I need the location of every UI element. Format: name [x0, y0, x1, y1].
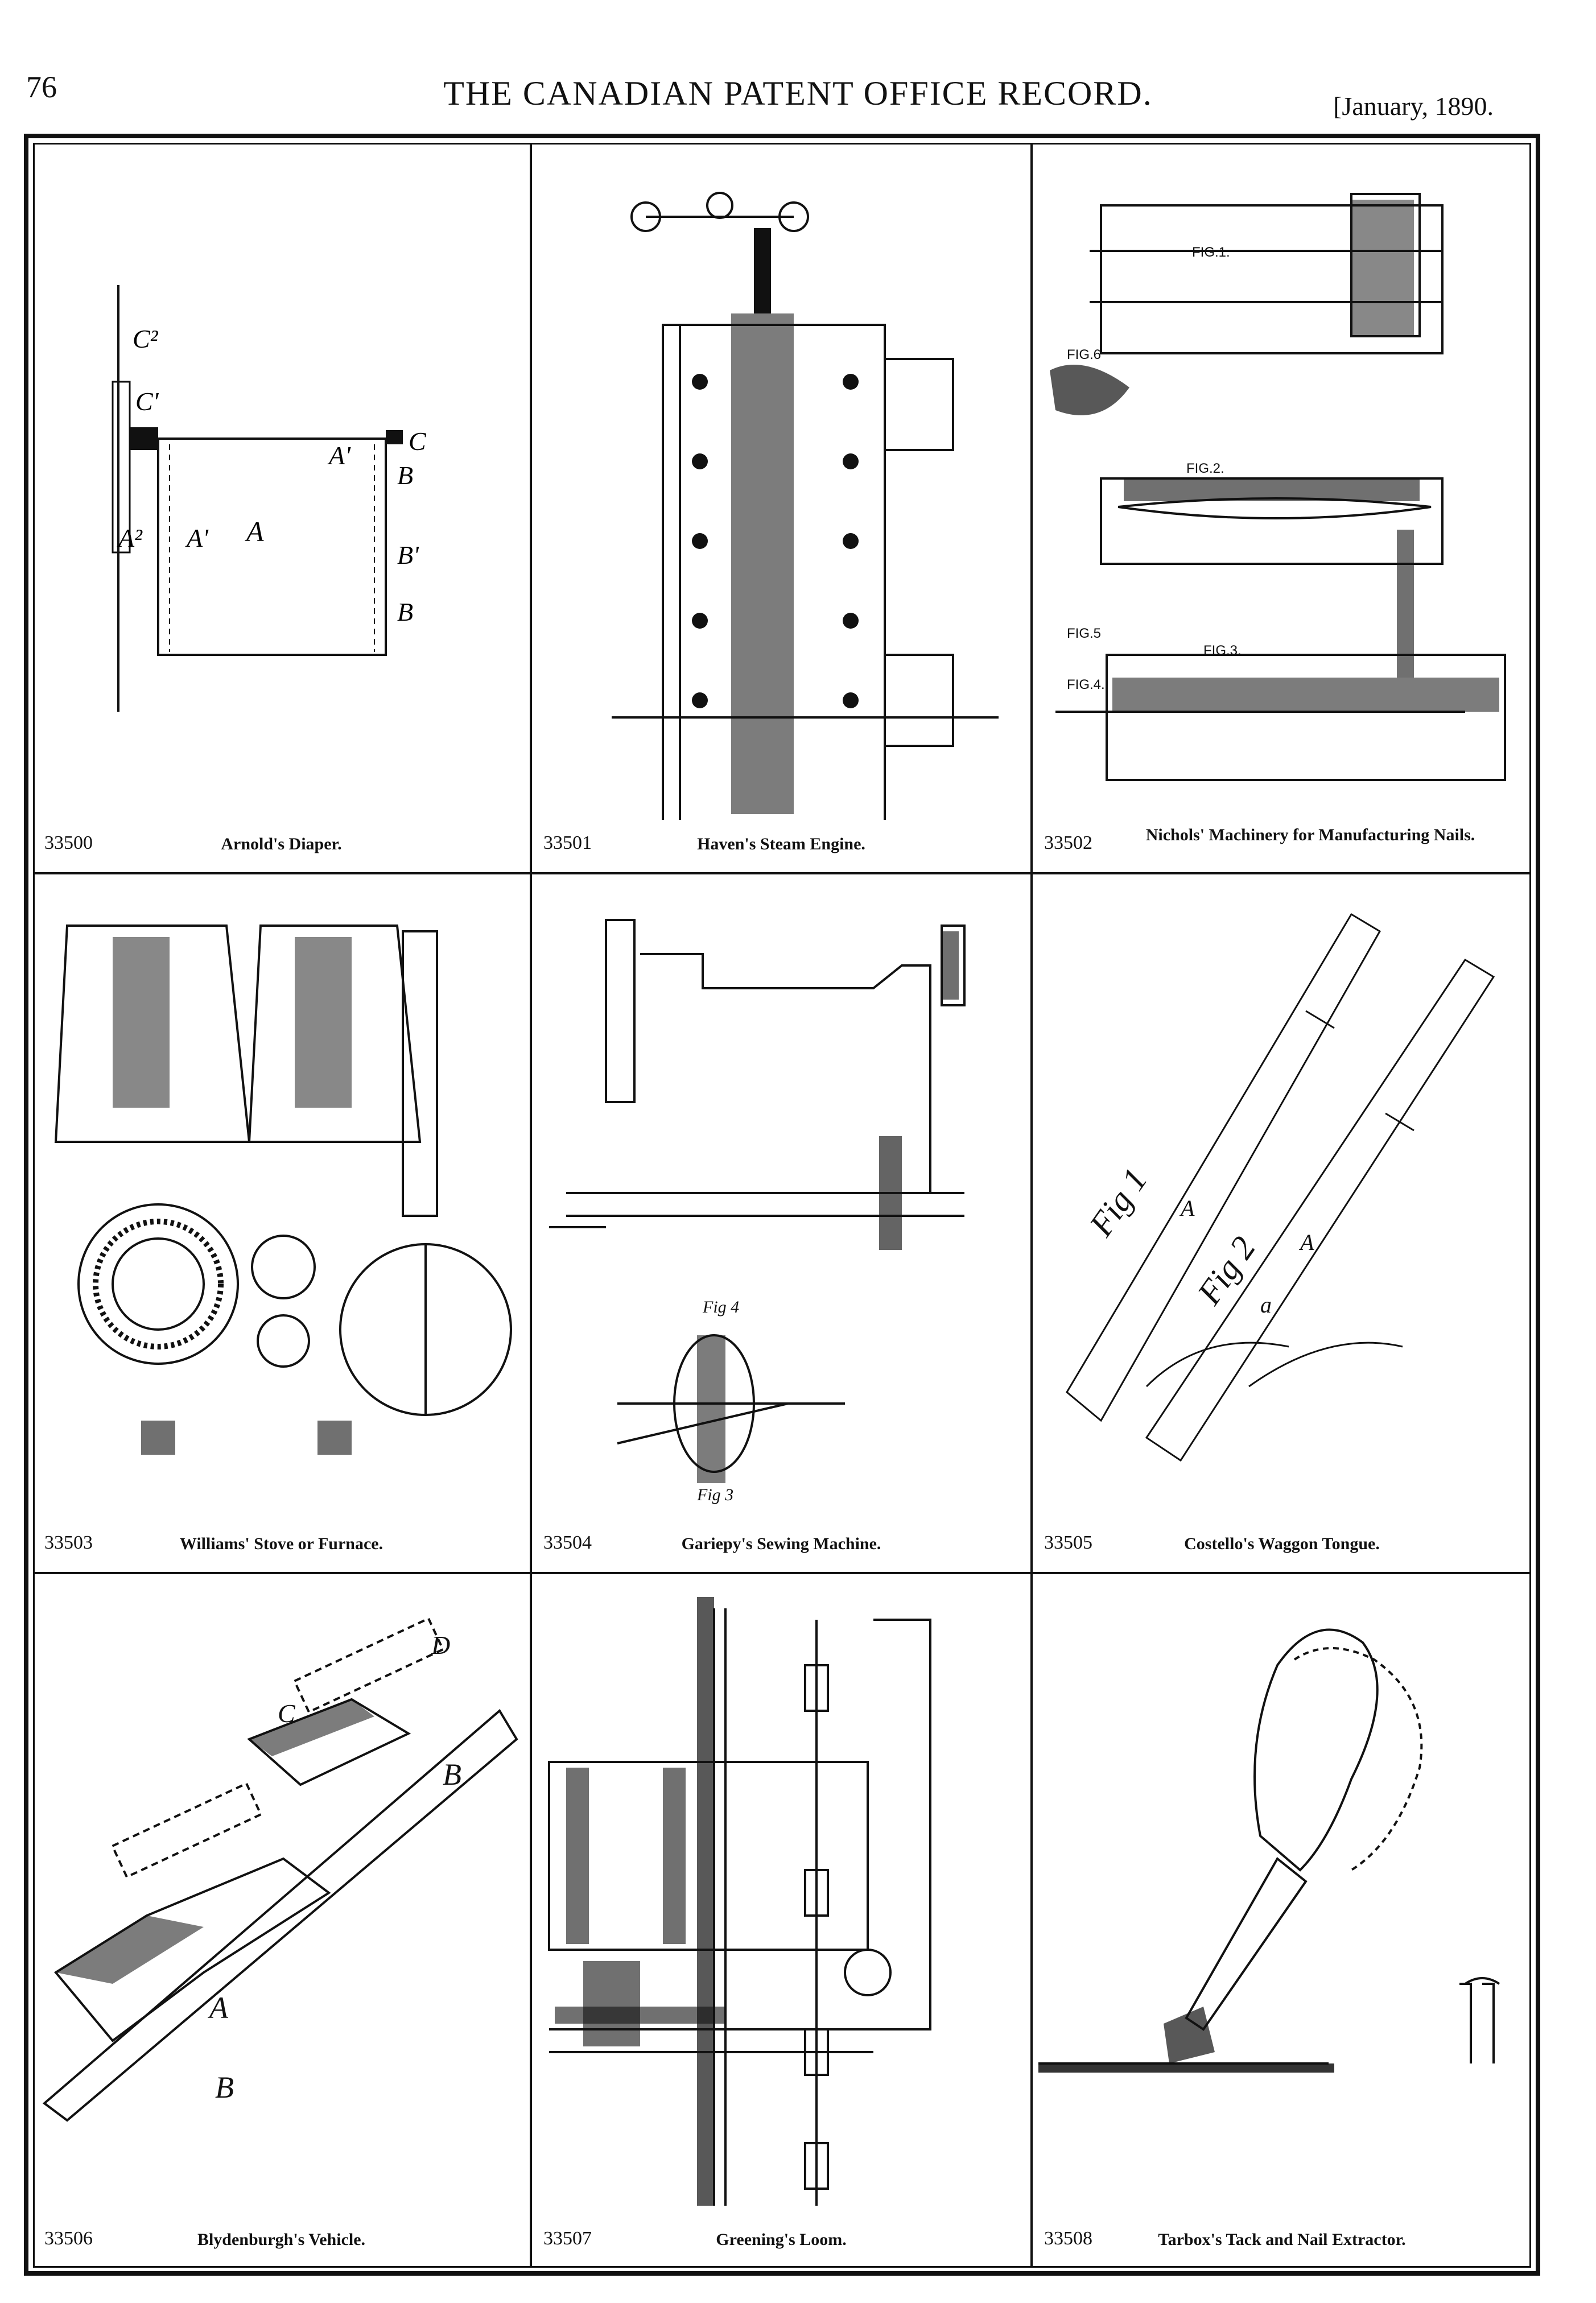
patent-cell-33501: 33501 Haven's Steam Engine. [532, 143, 1030, 872]
patent-number: 33500 [44, 832, 93, 853]
patent-title: Nichols' Machinery for Manufacturing Nai… [1145, 826, 1475, 844]
svg-text:FIG.2.: FIG.2. [1186, 461, 1224, 476]
patent-cell-33504: Fig 4 Fig 3 33504 Gariepy's Sewing Machi… [532, 874, 1030, 1572]
stove-furnace-drawing [54, 924, 512, 1455]
inner-border [33, 143, 1531, 2268]
svg-text:A: A [245, 515, 264, 547]
patent-number: 33507 [543, 2228, 592, 2249]
patent-number: 33505 [1044, 1532, 1092, 1553]
svg-text:Fig 2: Fig 2 [1190, 1229, 1263, 1311]
patent-caption: 33502 Nichols' Machinery for Manufacturi… [1033, 821, 1531, 872]
svg-text:A': A' [327, 441, 351, 470]
svg-text:C²: C² [133, 324, 159, 353]
patent-cell-33508: 33508 Tarbox's Tack and Nail Extractor. [1033, 1574, 1531, 2268]
patent-number: 33502 [1044, 832, 1092, 853]
nail-machinery-drawing: FIG.1. FIG.6 FIG.2. FIG.3. FIG.5 FIG.4. [1050, 193, 1506, 781]
patent-title: Arnold's Diaper. [221, 835, 342, 853]
waggon-tongue-drawing: Fig 1 Fig 2 A A a [1066, 913, 1495, 1462]
svg-text:FIG.4.: FIG.4. [1067, 677, 1105, 692]
patent-number: 33504 [543, 1532, 592, 1553]
patent-title: Haven's Steam Engine. [697, 835, 865, 853]
tack-extractor-drawing [1038, 1628, 1500, 2073]
patent-caption: 33508 Tarbox's Tack and Nail Extractor. [1033, 2217, 1531, 2268]
patent-caption: 33507 Greening's Loom. [532, 2217, 1030, 2268]
patent-cell-33500: C² C' C A A' A' A² B B' B 33500 Arnold's… [33, 143, 530, 872]
patent-cell-33507: 33507 Greening's Loom. [532, 1574, 1030, 2268]
svg-text:C: C [278, 1699, 296, 1728]
patent-cell-33506: A B B C D 33506 Blydenburgh's Vehicle. [33, 1574, 530, 2268]
patent-caption: 33506 Blydenburgh's Vehicle. [33, 2217, 530, 2268]
svg-text:B': B' [397, 540, 419, 569]
svg-text:A: A [208, 1991, 229, 2025]
svg-text:FIG.6: FIG.6 [1067, 347, 1101, 362]
page-header: 76 THE CANADIAN PATENT OFFICE RECORD. [J… [0, 0, 1596, 131]
svg-text:Fig 3: Fig 3 [696, 1485, 733, 1504]
patent-title: Williams' Stove or Furnace. [179, 1534, 383, 1553]
svg-text:Fig 1: Fig 1 [1082, 1161, 1154, 1243]
patent-title: Gariepy's Sewing Machine. [681, 1534, 881, 1553]
svg-text:B: B [397, 597, 413, 626]
svg-text:A²: A² [117, 523, 143, 552]
row-divider [33, 1572, 1531, 1574]
sewing-machine-drawing: Fig 4 Fig 3 [549, 919, 966, 1504]
patent-number: 33503 [44, 1532, 93, 1553]
diaper-drawing: C² C' C A A' A' A² B B' B [112, 285, 427, 712]
patent-number: 33506 [44, 2228, 93, 2249]
row-divider [33, 872, 1531, 874]
patent-cell-33503: 33503 Williams' Stove or Furnace. [33, 874, 530, 1572]
svg-text:B: B [397, 461, 413, 490]
svg-text:A': A' [185, 523, 209, 552]
svg-text:B: B [215, 2070, 234, 2104]
loom-drawing [548, 1597, 931, 2206]
page-date: [January, 1890. [1333, 92, 1494, 121]
svg-text:A: A [1298, 1229, 1314, 1255]
patent-title: Tarbox's Tack and Nail Extractor. [1158, 2230, 1406, 2249]
steam-engine-drawing [612, 192, 999, 820]
patent-number: 33501 [543, 832, 592, 853]
patent-caption: 33505 Costello's Waggon Tongue. [1033, 1521, 1531, 1572]
patent-cell-33505: Fig 1 Fig 2 A A a 33505 Costello's Waggo… [1033, 874, 1531, 1572]
page-title: THE CANADIAN PATENT OFFICE RECORD. [443, 75, 1153, 112]
svg-text:B: B [443, 1757, 461, 1792]
svg-text:FIG.1.: FIG.1. [1192, 245, 1230, 260]
patent-cell-33502: FIG.1. FIG.6 FIG.2. FIG.3. FIG.5 FIG.4. … [1033, 143, 1531, 872]
patent-number: 33508 [1044, 2228, 1092, 2249]
svg-text:A: A [1179, 1195, 1195, 1221]
patent-title: Blydenburgh's Vehicle. [197, 2230, 366, 2249]
svg-text:FIG.3.: FIG.3. [1203, 643, 1242, 658]
patent-caption: 33504 Gariepy's Sewing Machine. [532, 1521, 1030, 1572]
patent-caption: 33501 Haven's Steam Engine. [532, 821, 1030, 872]
column-divider [1030, 143, 1033, 2268]
svg-text:C': C' [135, 387, 159, 416]
svg-text:C: C [409, 427, 427, 456]
svg-text:D: D [431, 1631, 450, 1660]
patent-title: Greening's Loom. [716, 2230, 847, 2249]
patent-title: Costello's Waggon Tongue. [1184, 1534, 1380, 1553]
patent-caption: 33500 Arnold's Diaper. [33, 821, 530, 872]
svg-text:Fig 4: Fig 4 [702, 1298, 739, 1316]
patent-caption: 33503 Williams' Stove or Furnace. [33, 1521, 530, 1572]
svg-text:a: a [1260, 1292, 1272, 1318]
patent-grid: C² C' C A A' A' A² B B' B 33500 Arnold's… [33, 143, 1531, 2268]
vehicle-drawing: A B B C D [42, 1617, 518, 2122]
svg-text:FIG.5: FIG.5 [1067, 626, 1101, 641]
outer-border [24, 134, 1540, 2276]
page-number: 76 [26, 70, 57, 104]
column-divider [530, 143, 532, 2268]
